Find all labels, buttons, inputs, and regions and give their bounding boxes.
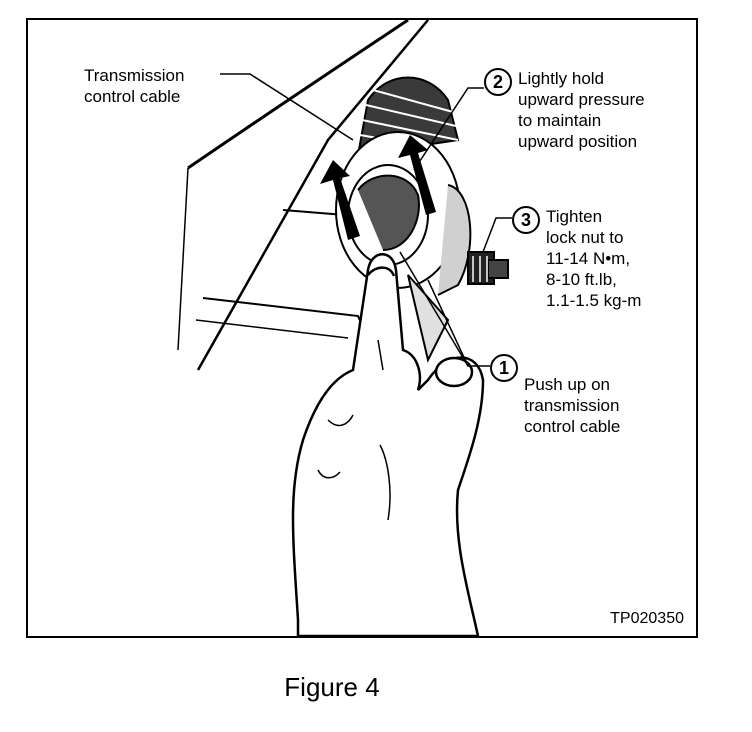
cable-adjustment-illustration bbox=[177, 20, 512, 636]
panel-edge-upper bbox=[196, 20, 429, 371]
step1-callout: 1 Push up on transmission control cable bbox=[490, 354, 620, 437]
leader-cable bbox=[220, 73, 354, 141]
leader-step2 bbox=[413, 87, 484, 171]
step2-callout: 2 Lightly hold upward pressure to mainta… bbox=[484, 68, 645, 152]
step3-text: Tighten lock nut to 11-14 N•m, 8-10 ft.l… bbox=[546, 207, 642, 310]
leader-step3 bbox=[482, 217, 512, 253]
panel-lower-2 bbox=[195, 319, 349, 339]
figure-code: TP020350 bbox=[610, 610, 684, 627]
figure-frame: Transmission control cable 2 Lightly hol… bbox=[26, 18, 698, 638]
up-arrow-right bbox=[398, 135, 436, 215]
step3-badge: 3 bbox=[512, 206, 540, 234]
step2-text: Lightly hold upward pressure to maintain… bbox=[518, 69, 645, 151]
figure-caption: Figure 4 bbox=[284, 672, 380, 702]
step1-text: Push up on transmission control cable bbox=[524, 375, 621, 436]
lock-nut-assembly bbox=[335, 131, 509, 296]
step1-badge: 1 bbox=[490, 354, 518, 382]
leader-lines bbox=[220, 73, 512, 367]
leader-step1-b bbox=[399, 251, 469, 367]
step3-callout: 3 Tighten lock nut to 11-14 N•m, 8-10 ft… bbox=[512, 206, 641, 311]
cable-label: Transmission control cable bbox=[84, 66, 185, 106]
panel-edge-top bbox=[187, 20, 409, 170]
step2-badge: 2 bbox=[484, 68, 512, 96]
panel-left-drop bbox=[177, 167, 189, 351]
up-arrow-left bbox=[320, 160, 360, 240]
hand bbox=[291, 253, 485, 636]
